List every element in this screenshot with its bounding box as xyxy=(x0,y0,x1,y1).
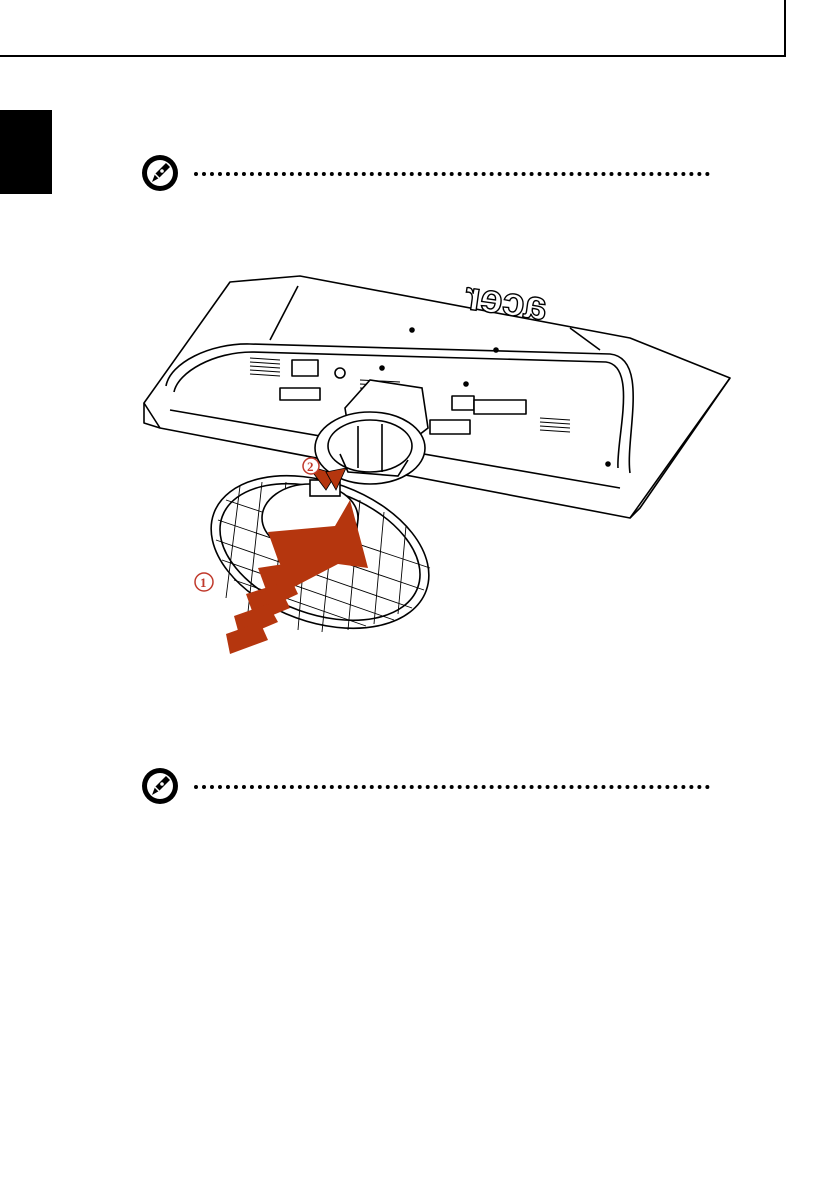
note-pen-icon xyxy=(140,153,180,193)
note-row-1 xyxy=(140,153,710,193)
stand-assembly-illustration: acer 2 1 xyxy=(130,268,740,668)
note-row-2 xyxy=(140,766,710,806)
note-pen-icon xyxy=(140,766,180,806)
note-divider xyxy=(194,785,710,789)
header-rule-corner xyxy=(784,0,786,57)
header-rule xyxy=(0,55,786,57)
step-1-label: 1 xyxy=(200,575,207,590)
note-divider xyxy=(194,172,710,176)
monitor-back xyxy=(144,276,730,518)
chapter-side-tab xyxy=(0,110,52,194)
step-2-label: 2 xyxy=(307,459,314,474)
